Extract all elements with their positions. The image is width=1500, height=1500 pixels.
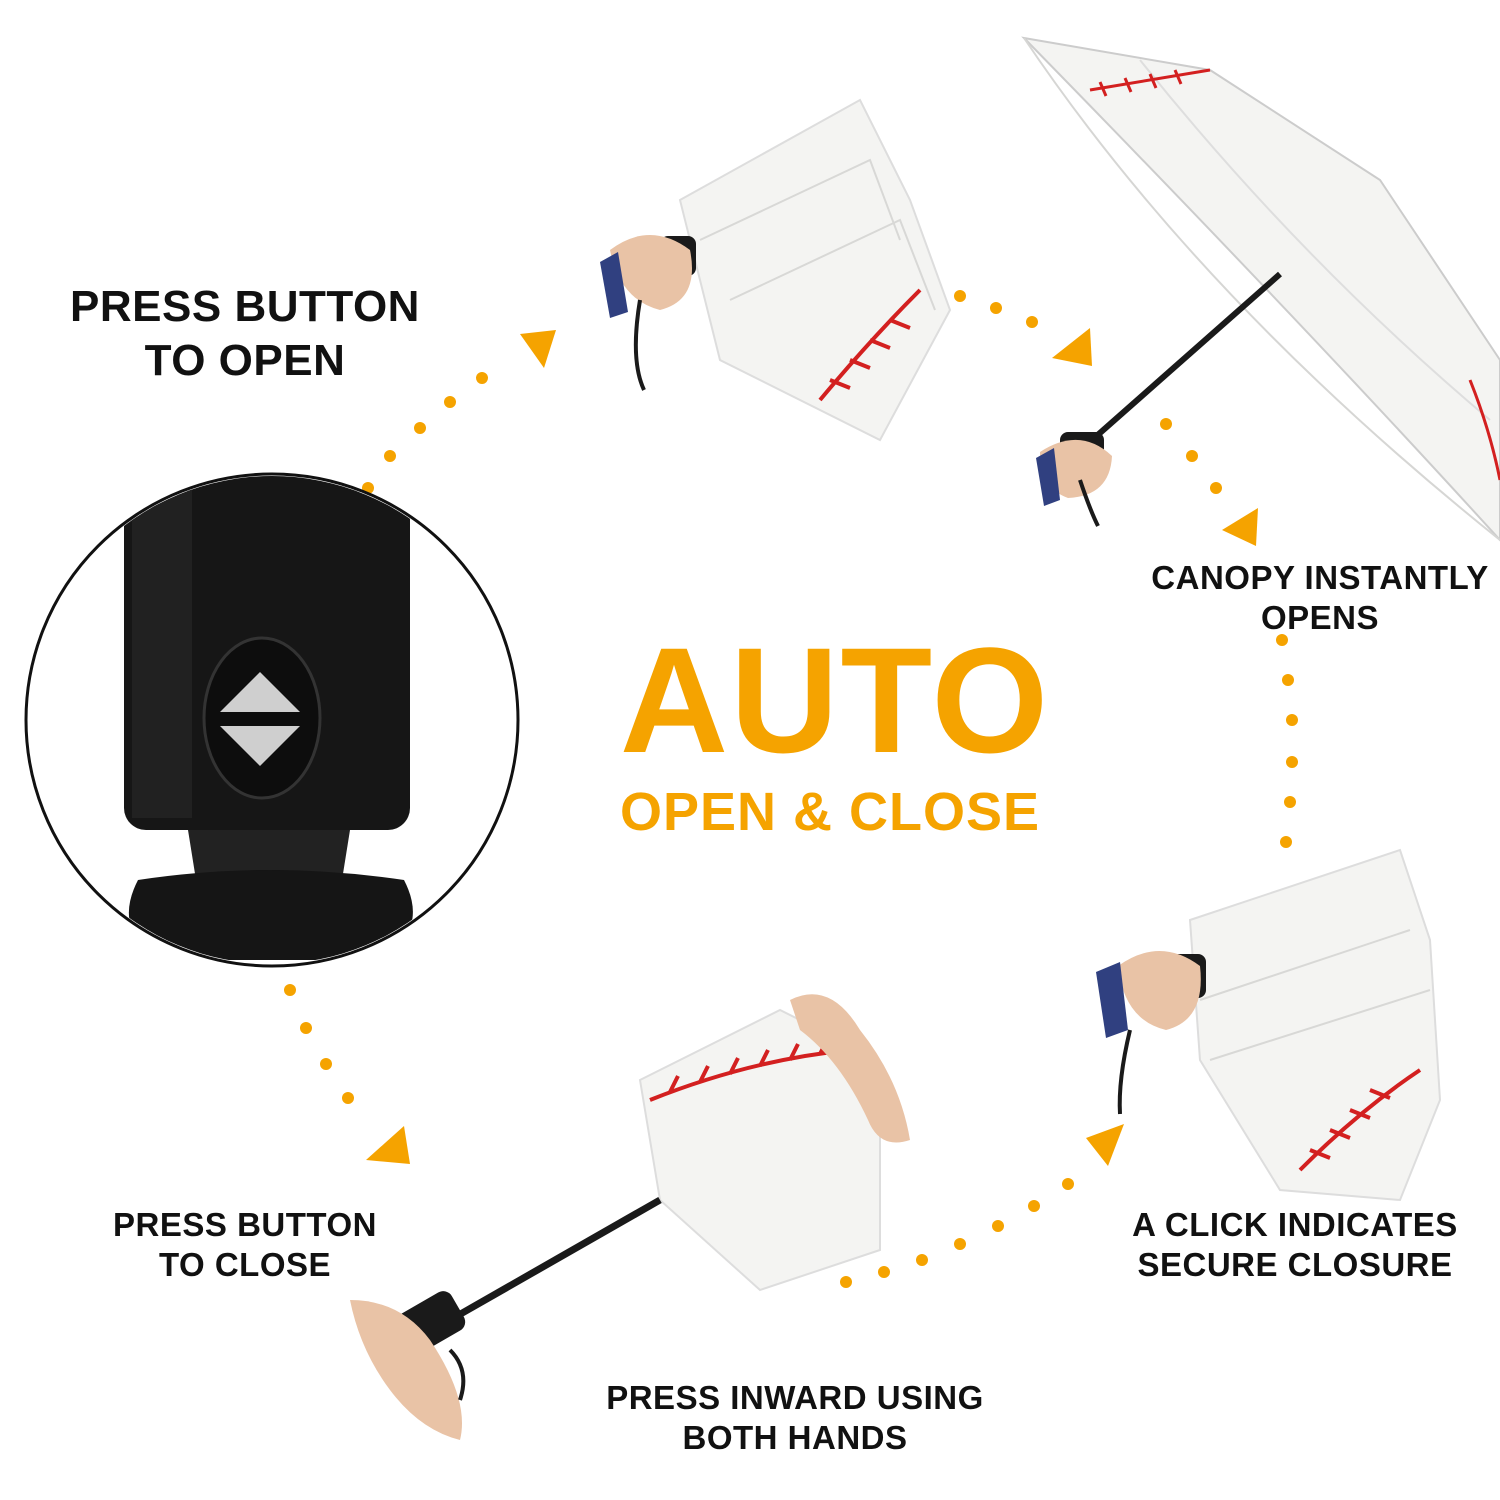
step-click-secure-label: A CLICK INDICATES SECURE CLOSURE [1100, 1205, 1490, 1286]
closing-umbrella [350, 994, 910, 1440]
step-press-inward-line2: BOTH HANDS [682, 1419, 908, 1457]
triangle-arrow-icon [366, 328, 1258, 1166]
folded-umbrella-top [600, 98, 952, 442]
open-umbrella [1021, 36, 1500, 542]
step-press-close-line1: PRESS BUTTON [113, 1206, 377, 1243]
folded-umbrella-bottom [1096, 848, 1442, 1202]
step-click-secure-line1: A CLICK INDICATES [1132, 1206, 1458, 1243]
headline-subtitle: OPEN & CLOSE [619, 782, 1041, 842]
step-press-open-line2: TO OPEN [144, 335, 346, 385]
headline-title: AUTO [619, 616, 1051, 784]
step-canopy-opens-line2: OPENS [1260, 599, 1380, 637]
step-press-close-label: PRESS BUTTON TO CLOSE [90, 1205, 400, 1286]
step-press-open-line1: PRESS BUTTON [70, 282, 420, 331]
step-press-open-label: PRESS BUTTON TO OPEN [40, 280, 450, 387]
step-press-close-line2: TO CLOSE [158, 1246, 332, 1284]
step-click-secure-line2: SECURE CLOSURE [1137, 1246, 1453, 1284]
step-canopy-opens-line1: CANOPY INSTANTLY [1151, 559, 1489, 596]
step-press-inward-line1: PRESS INWARD USING [606, 1379, 984, 1416]
handle-button-closeup [24, 472, 520, 968]
step-canopy-opens-label: CANOPY INSTANTLY OPENS [1120, 558, 1500, 639]
step-press-inward-label: PRESS INWARD USING BOTH HANDS [570, 1378, 1020, 1459]
